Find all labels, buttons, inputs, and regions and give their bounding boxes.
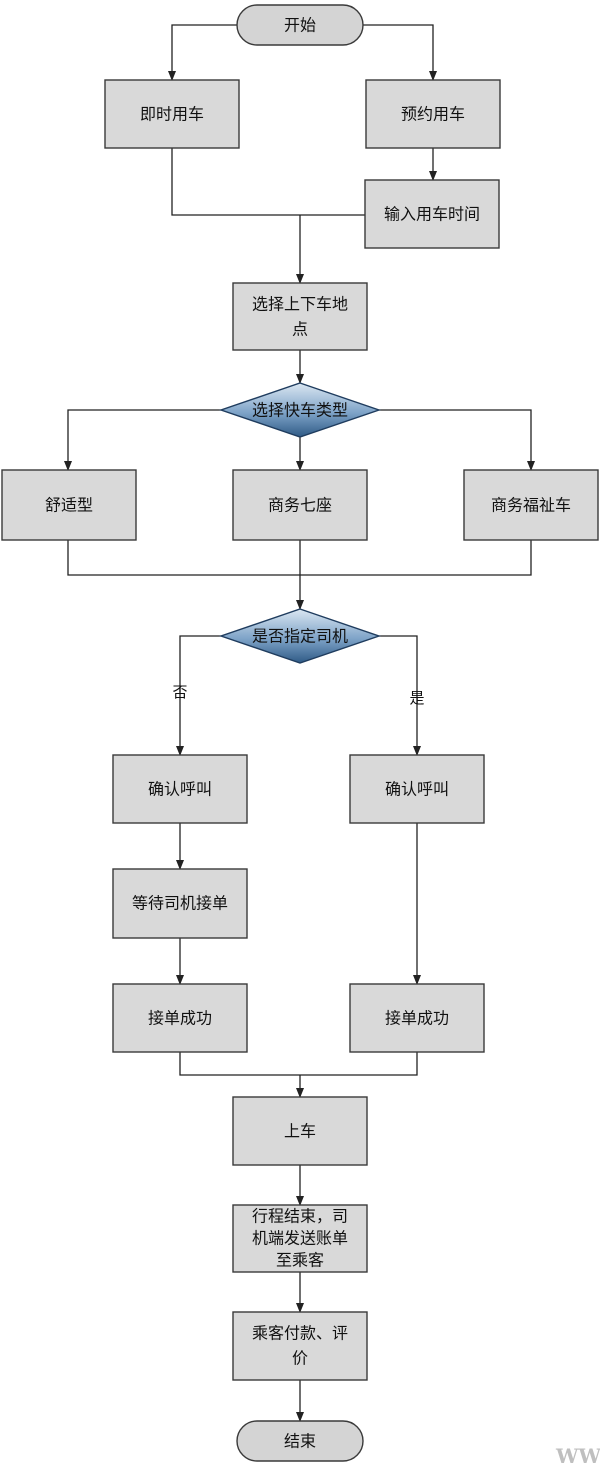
- node-accepted-right: 接单成功: [349, 983, 485, 1053]
- node-trip-end: 行程结束，司 机端发送账单 至乘客: [232, 1204, 368, 1273]
- node-end: 结束: [236, 1420, 364, 1462]
- node-accepted-right-label: 接单成功: [385, 1009, 449, 1028]
- node-trip-end-line-1: 行程结束，司: [252, 1207, 348, 1226]
- node-pay-review-line-1: 乘客付款、评: [252, 1324, 348, 1343]
- node-board-label: 上车: [284, 1122, 316, 1141]
- node-reserve-label: 预约用车: [401, 105, 465, 124]
- node-input-time-label: 输入用车时间: [384, 205, 480, 224]
- node-accepted-left: 接单成功: [112, 983, 248, 1053]
- node-confirm-call-right: 确认呼叫: [349, 754, 485, 824]
- node-pay-review-line-2: 价: [292, 1349, 308, 1368]
- edge-type-business-welfare: [379, 409, 535, 471]
- node-select-location-line-2: 点: [292, 320, 308, 339]
- node-assign-driver-label: 是否指定司机: [252, 627, 348, 646]
- node-select-type: 选择快车类型: [218, 382, 382, 438]
- node-pay-review: 乘客付款、评 价: [232, 1311, 368, 1381]
- edge-label-no: 否: [172, 683, 187, 701]
- node-comfort: 舒适型: [1, 469, 137, 541]
- node-wait-driver-label: 等待司机接单: [132, 894, 228, 913]
- edge-start-reserve: [363, 24, 437, 81]
- node-select-type-label: 选择快车类型: [252, 401, 348, 420]
- edge-immediate-merge: [171, 148, 365, 216]
- node-business-welfare: 商务福祉车: [463, 469, 599, 541]
- node-trip-end-line-3: 至乘客: [276, 1251, 324, 1270]
- node-board: 上车: [232, 1096, 368, 1166]
- edge-assign-no: [176, 635, 221, 756]
- node-immediate-label: 即时用车: [140, 105, 204, 124]
- watermark: WW: [555, 1444, 600, 1468]
- node-business-seven-label: 商务七座: [268, 496, 332, 515]
- connectors: [64, 24, 535, 1422]
- node-start: 开始: [236, 4, 364, 46]
- node-confirm-call-left: 确认呼叫: [112, 754, 248, 824]
- node-business-welfare-label: 商务福祉车: [491, 496, 571, 515]
- node-confirm-call-right-label: 确认呼叫: [385, 780, 449, 799]
- edge-type-comfort: [64, 409, 221, 471]
- node-select-location: 选择上下车地 点: [232, 282, 368, 351]
- node-immediate: 即时用车: [104, 79, 240, 149]
- node-accepted-left-label: 接单成功: [148, 1009, 212, 1028]
- edge-accepted-merge: [179, 1052, 418, 1076]
- edge-assign-yes: [379, 635, 421, 756]
- edge-label-yes: 是: [409, 689, 424, 707]
- node-wait-driver: 等待司机接单: [112, 868, 248, 939]
- node-assign-driver: 是否指定司机: [218, 608, 382, 664]
- node-select-location-line-1: 选择上下车地: [252, 295, 348, 314]
- node-comfort-label: 舒适型: [45, 496, 93, 515]
- node-input-time: 输入用车时间: [364, 179, 500, 249]
- node-reserve: 预约用车: [365, 79, 501, 149]
- node-confirm-call-left-label: 确认呼叫: [148, 780, 212, 799]
- node-business-seven: 商务七座: [232, 469, 368, 541]
- node-start-label: 开始: [284, 16, 316, 35]
- node-trip-end-line-2: 机端发送账单: [252, 1229, 348, 1248]
- edge-start-immediate: [168, 24, 237, 81]
- node-end-label: 结束: [284, 1432, 316, 1451]
